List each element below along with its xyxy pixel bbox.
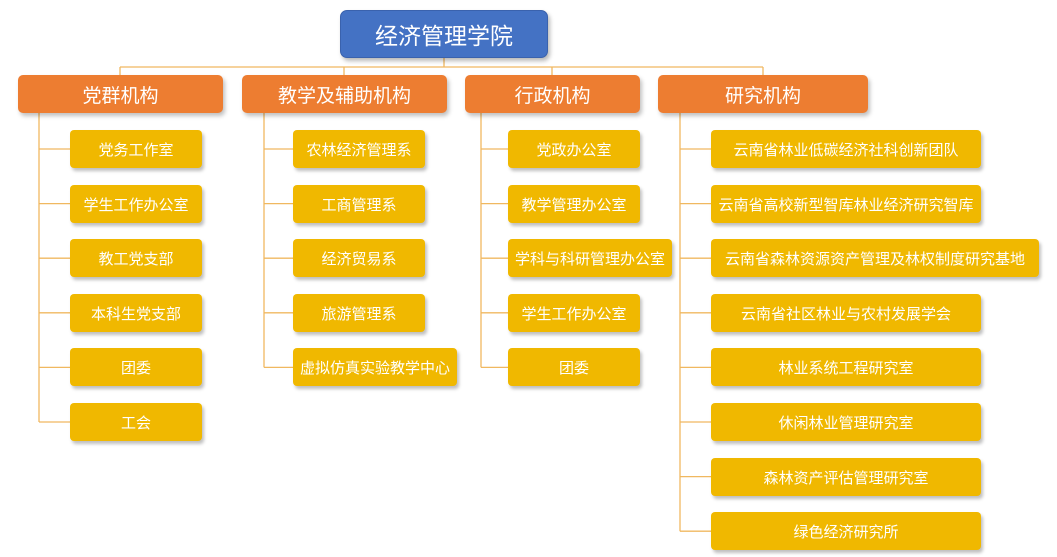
org-item: 虚拟仿真实验教学中心 [293, 348, 457, 386]
org-item: 休闲林业管理研究室 [711, 403, 981, 441]
org-item: 团委 [70, 348, 202, 386]
org-item: 旅游管理系 [293, 294, 425, 332]
org-item: 本科生党支部 [70, 294, 202, 332]
org-item: 工会 [70, 403, 202, 441]
category-research: 研究机构 [658, 75, 868, 113]
org-item: 云南省森林资源资产管理及林权制度研究基地 [711, 239, 1039, 277]
org-item: 教学管理办公室 [508, 185, 640, 223]
category-teaching-support: 教学及辅助机构 [242, 75, 447, 113]
org-item: 学生工作办公室 [508, 294, 640, 332]
org-item: 学科与科研管理办公室 [508, 239, 672, 277]
root-node: 经济管理学院 [340, 10, 548, 58]
org-item: 经济贸易系 [293, 239, 425, 277]
org-item: 党政办公室 [508, 130, 640, 168]
org-item: 绿色经济研究所 [711, 512, 981, 550]
org-item: 教工党支部 [70, 239, 202, 277]
category-administration: 行政机构 [465, 75, 640, 113]
org-item: 云南省林业低碳经济社科创新团队 [711, 130, 981, 168]
category-party-mass: 党群机构 [18, 75, 223, 113]
org-item: 云南省社区林业与农村发展学会 [711, 294, 981, 332]
org-item: 森林资产评估管理研究室 [711, 458, 981, 496]
org-item: 学生工作办公室 [70, 185, 202, 223]
org-item: 农林经济管理系 [293, 130, 425, 168]
org-item: 党务工作室 [70, 130, 202, 168]
org-item: 工商管理系 [293, 185, 425, 223]
org-item: 林业系统工程研究室 [711, 348, 981, 386]
org-item: 云南省高校新型智库林业经济研究智库 [711, 185, 981, 223]
org-item: 团委 [508, 348, 640, 386]
